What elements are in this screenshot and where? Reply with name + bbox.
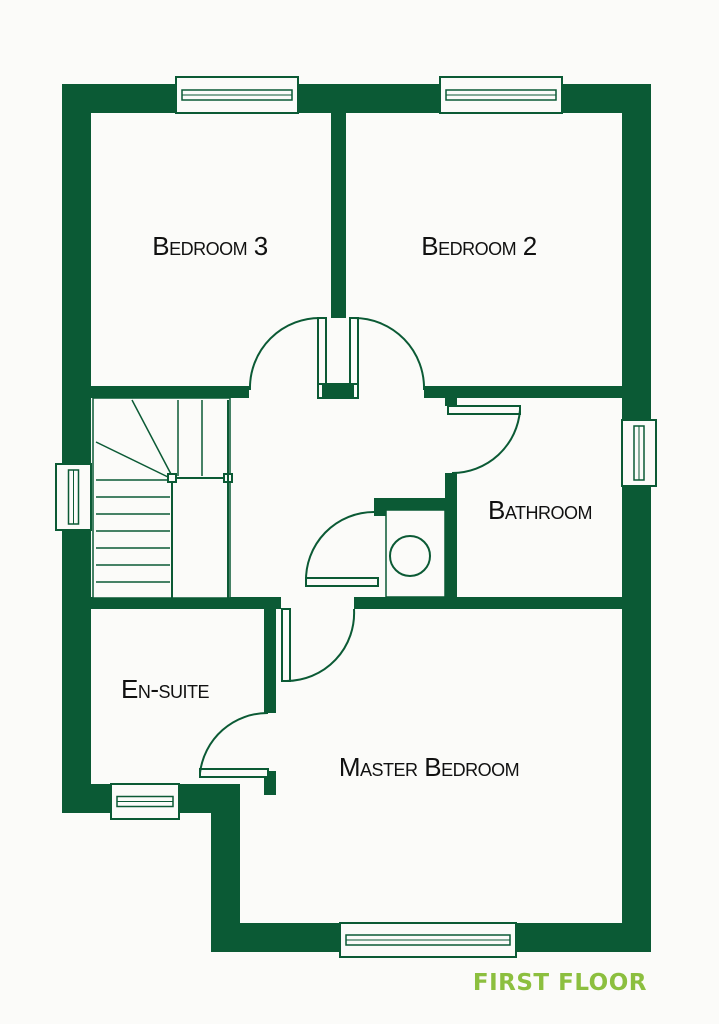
stair-newel-post bbox=[167, 473, 177, 483]
door-master-bedroom-leaf bbox=[281, 608, 291, 682]
room-label-bathroom: Bathroom bbox=[487, 495, 593, 525]
window-master-bedroom bbox=[339, 922, 517, 958]
wall-stairs-ensuite bbox=[91, 597, 281, 609]
window-en-suite bbox=[110, 783, 180, 820]
door-en-suite-leaf bbox=[199, 768, 269, 778]
window-bedroom-2 bbox=[439, 76, 563, 114]
door-bathroom-swing bbox=[451, 409, 521, 475]
door-master-bedroom bbox=[281, 608, 356, 683]
hot-water-cylinder bbox=[389, 535, 431, 577]
room-label-bedroom-2: Bedroom 2 bbox=[421, 231, 537, 261]
stair-winder-2 bbox=[131, 399, 173, 477]
room-label-en-suite: En-suite bbox=[120, 674, 210, 704]
door-bedroom-2-leaf bbox=[349, 317, 359, 391]
doors bbox=[199, 316, 521, 778]
interior-walls bbox=[91, 113, 622, 795]
windows bbox=[55, 76, 657, 958]
window-bathroom bbox=[621, 419, 657, 487]
door-bedroom-2-swing bbox=[353, 317, 426, 391]
wall-cupboard-top bbox=[374, 498, 457, 510]
door-bedroom-2 bbox=[349, 317, 426, 391]
door-en-suite-swing bbox=[199, 711, 269, 774]
wall-bed2-landing bbox=[424, 386, 622, 398]
stair-winder-1 bbox=[95, 441, 171, 479]
stair-well bbox=[92, 397, 231, 599]
wall-bed3-bed2-upper bbox=[331, 113, 346, 318]
wall-cupboard-bottom bbox=[354, 597, 457, 609]
door-bathroom-leaf bbox=[447, 405, 521, 415]
door-bedroom-3-leaf bbox=[317, 317, 327, 391]
wall-ensuite-right-upper bbox=[264, 609, 276, 713]
door-cupboard-leaf bbox=[305, 577, 379, 587]
wall-bath-stub-top bbox=[445, 398, 457, 406]
floor-label: FIRST FLOOR bbox=[472, 970, 647, 996]
door-master-bedroom-swing bbox=[285, 608, 356, 683]
room-label-master-bedroom: Master Bedroom bbox=[338, 752, 520, 782]
wall-cupboard-stub bbox=[374, 498, 386, 516]
door-jamb-fill bbox=[322, 384, 354, 398]
door-cupboard-swing bbox=[304, 511, 375, 583]
door-cupboard bbox=[304, 511, 379, 587]
cupboard-outline bbox=[385, 509, 446, 598]
door-en-suite bbox=[199, 711, 269, 778]
window-stairwell bbox=[55, 463, 92, 531]
door-bedroom-3-swing bbox=[248, 316, 323, 391]
wall-bath-master bbox=[457, 597, 622, 609]
door-bedroom-3 bbox=[248, 316, 327, 391]
fixtures bbox=[385, 509, 446, 598]
window-bedroom-3 bbox=[175, 76, 299, 114]
wall-bathroom-left bbox=[445, 473, 457, 603]
wall-bed3-landing bbox=[91, 386, 249, 398]
door-bathroom bbox=[447, 405, 521, 475]
room-label-bedroom-3: Bedroom 3 bbox=[152, 231, 268, 261]
staircase bbox=[92, 397, 233, 599]
